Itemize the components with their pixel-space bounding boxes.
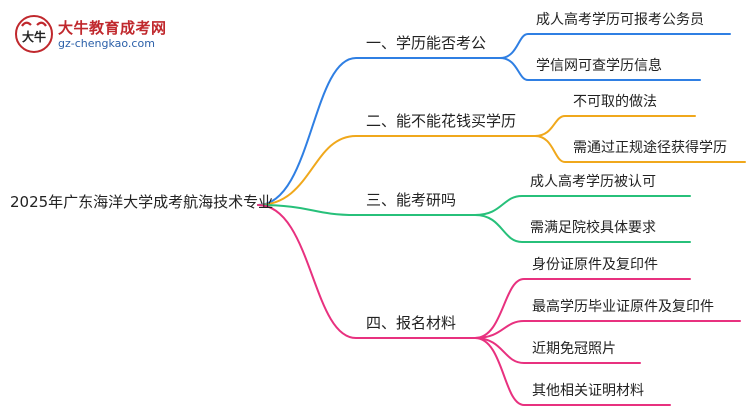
leaf-connector (474, 214, 691, 243)
site-logo[interactable]: 大牛 大牛教育成考网 gz-chengkao.com (14, 14, 189, 56)
leaf-connector (474, 337, 671, 406)
bull-logo-icon: 大牛 (15, 15, 53, 53)
leaf-label: 不可取的做法 (573, 94, 657, 110)
branch-connector (257, 204, 476, 216)
leaf-label: 学信网可查学历信息 (536, 58, 662, 74)
branch-connector (257, 57, 501, 206)
branch-connector (257, 135, 536, 206)
logo-title: 大牛教育成考网 (58, 19, 167, 37)
leaf-connector (474, 320, 741, 339)
leaf-label: 其他相关证明材料 (532, 383, 644, 399)
leaf-connector (499, 33, 731, 59)
svg-text:大牛: 大牛 (22, 29, 46, 44)
leaf-label: 需满足院校具体要求 (530, 220, 656, 236)
branch-label: 二、能不能花钱买学历 (366, 112, 517, 130)
logo-url: gz-chengkao.com (58, 37, 155, 50)
leaf-label: 身份证原件及复印件 (532, 257, 658, 273)
leaf-connector (534, 115, 696, 137)
branch-connector (257, 204, 476, 339)
leaf-label: 近期免冠照片 (532, 341, 616, 357)
leaf-connector (534, 135, 746, 163)
leaf-connector (474, 195, 691, 216)
leaf-label: 成人高考学历可报考公务员 (536, 12, 704, 28)
leaf-connector (474, 278, 691, 339)
mindmap-root: 2025年广东海洋大学成考航海技术专业 (10, 193, 274, 211)
branch-label: 一、学历能否考公 (366, 34, 487, 52)
branch-label: 四、报名材料 (366, 314, 457, 332)
leaf-label: 成人高考学历被认可 (530, 174, 656, 190)
leaf-connector (499, 57, 701, 81)
branch-label: 三、能考研吗 (366, 191, 457, 209)
leaf-connector (474, 337, 641, 364)
leaf-label: 需通过正规途径获得学历 (573, 140, 727, 156)
leaf-label: 最高学历毕业证原件及复印件 (532, 299, 714, 315)
